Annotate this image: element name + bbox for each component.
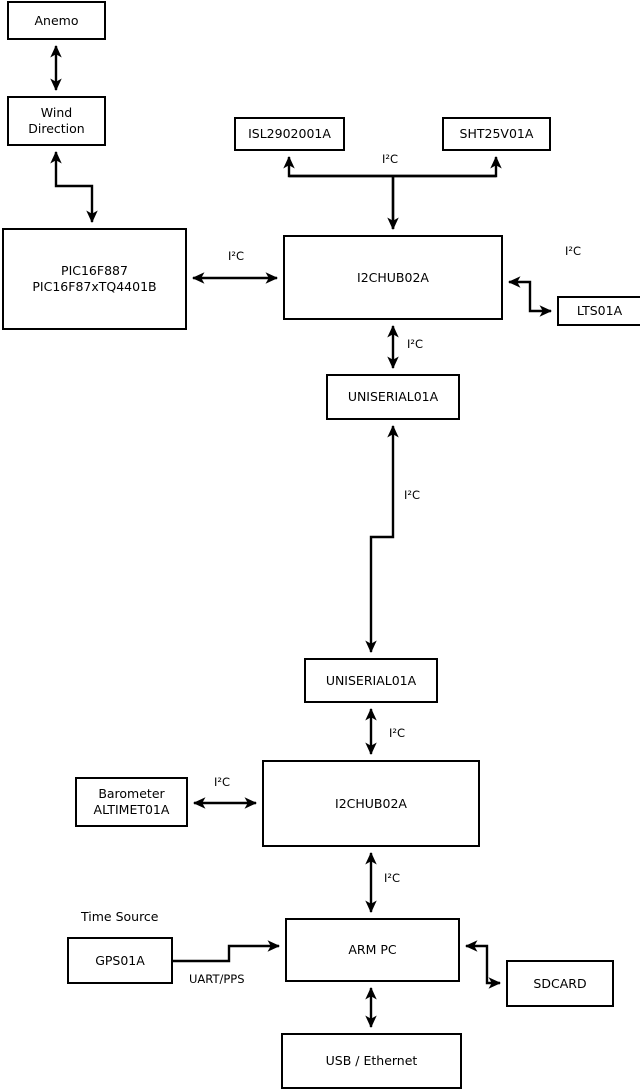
node-lts01a-label: LTS01A	[576, 303, 623, 319]
node-barometer-altimet01a[interactable]: Barometer ALTIMET01A	[75, 777, 188, 827]
node-usb-ethernet-label: USB / Ethernet	[325, 1053, 418, 1069]
edge-label-i2c-hub-sensors: I²C	[382, 152, 399, 166]
node-arm-pc-label: ARM PC	[348, 942, 397, 958]
edge-label-i2c-hub-lts: I²C	[565, 244, 582, 258]
node-wind-direction[interactable]: Wind Direction	[7, 96, 106, 146]
connector-gps-armpc	[173, 940, 280, 963]
node-sdcard[interactable]: SDCARD	[506, 960, 614, 1007]
node-gps01a[interactable]: GPS01A	[67, 937, 173, 984]
node-sdcard-label: SDCARD	[533, 975, 587, 991]
connector-uniserial-link	[365, 425, 399, 653]
node-pic-mcu[interactable]: PIC16F887 PIC16F87xTQ4401B	[2, 228, 187, 330]
node-anemo[interactable]: Anemo	[7, 1, 106, 40]
connector-armpc-sdcard	[465, 940, 501, 989]
node-i2chub02a-top[interactable]: I2CHUB02A	[283, 235, 503, 320]
node-uniserial01a-bottom[interactable]: UNISERIAL01A	[304, 658, 438, 703]
node-i2chub02a-bottom-label: I2CHUB02A	[335, 795, 407, 811]
edge-label-i2c-hub2-armpc: I²C	[384, 871, 401, 885]
node-uniserial01a-top-label: UNISERIAL01A	[347, 389, 439, 405]
node-isl2902001a-label: ISL2902001A	[248, 126, 331, 142]
node-anemo-label: Anemo	[34, 12, 79, 28]
connector-wind-pic	[50, 151, 98, 223]
node-pic-mcu-label: PIC16F887 PIC16F87xTQ4401B	[32, 263, 157, 294]
node-wind-direction-label: Wind Direction	[28, 105, 85, 136]
edge-label-uart-pps: UART/PPS	[189, 972, 245, 986]
node-arm-pc[interactable]: ARM PC	[285, 918, 460, 982]
edge-label-i2c-barometer-hub2: I²C	[214, 775, 231, 789]
node-barometer-altimet01a-label: Barometer ALTIMET01A	[93, 786, 170, 817]
edge-label-i2c-pic-hub: I²C	[228, 249, 245, 263]
node-gps01a-label: GPS01A	[95, 952, 145, 968]
node-usb-ethernet[interactable]: USB / Ethernet	[281, 1033, 462, 1089]
edge-label-i2c-uniserial-link: I²C	[404, 488, 421, 502]
node-i2chub02a-top-label: I2CHUB02A	[357, 269, 429, 285]
edge-label-i2c-uniserial-hub2: I²C	[389, 726, 406, 740]
node-uniserial01a-bottom-label: UNISERIAL01A	[325, 672, 417, 688]
node-lts01a[interactable]: LTS01A	[557, 296, 640, 326]
edge-label-i2c-hub-uniserial: I²C	[407, 337, 424, 351]
node-sht25v01a-label: SHT25V01A	[459, 126, 534, 142]
node-isl2902001a[interactable]: ISL2902001A	[234, 117, 345, 151]
node-i2chub02a-bottom[interactable]: I2CHUB02A	[262, 760, 480, 847]
label-time-source: Time Source	[81, 909, 159, 924]
connector-hubtop-lts	[508, 276, 552, 317]
node-uniserial01a-top[interactable]: UNISERIAL01A	[326, 374, 460, 420]
node-sht25v01a[interactable]: SHT25V01A	[442, 117, 551, 151]
